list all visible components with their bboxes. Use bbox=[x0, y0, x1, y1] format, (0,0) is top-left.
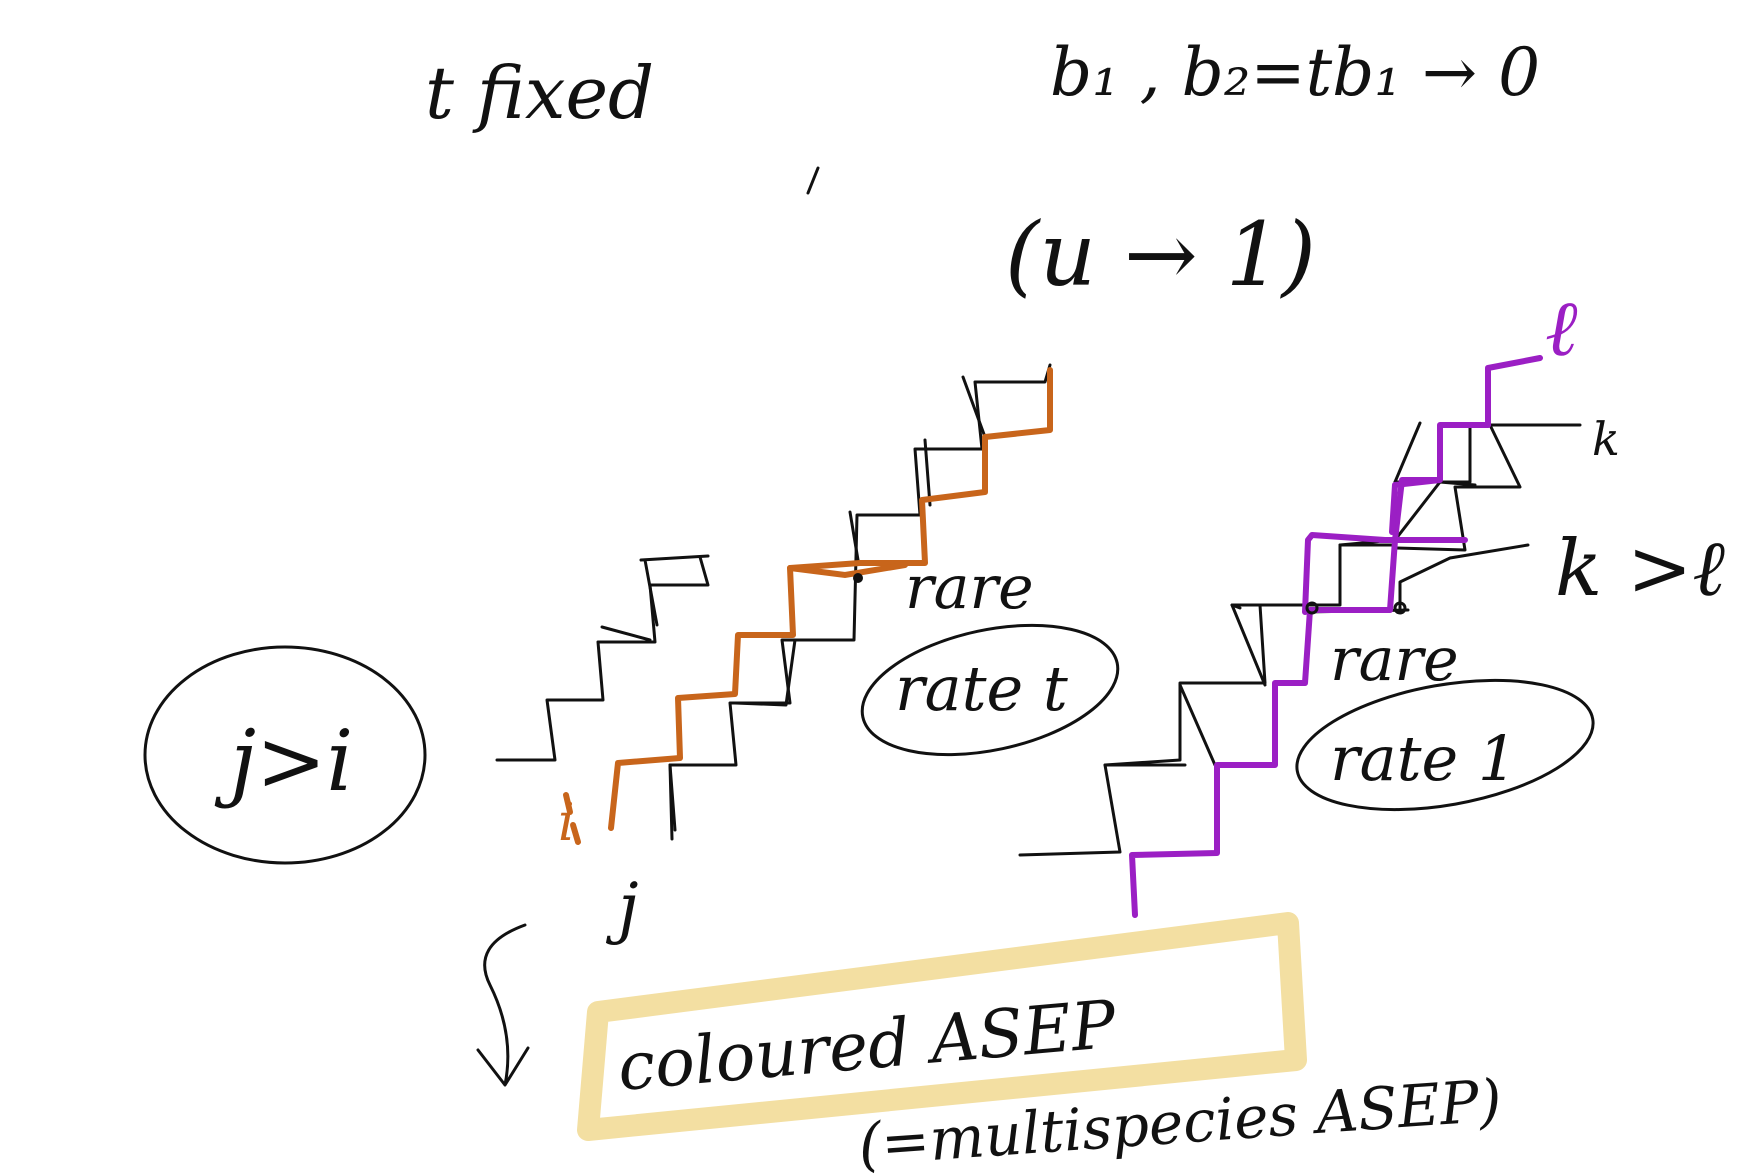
right-staircase-mid-line bbox=[1303, 543, 1530, 614]
left-staircase-inner-edge bbox=[668, 638, 852, 832]
left-staircase-top-step bbox=[848, 375, 987, 562]
header-t-fixed: t fixed bbox=[425, 51, 654, 135]
label-l: ℓ bbox=[1545, 284, 1578, 374]
stray-tick-mark bbox=[806, 166, 820, 195]
highlight-box bbox=[577, 912, 1307, 1141]
label-i: i bbox=[558, 793, 575, 853]
purple-particle-path bbox=[1129, 355, 1543, 918]
right-staircase-upper bbox=[1103, 421, 1422, 767]
orange-path-crossing bbox=[787, 562, 908, 579]
header-u-limit: (u → 1) bbox=[1005, 203, 1316, 306]
left-staircase-steps-small bbox=[600, 554, 710, 642]
left-staircase bbox=[495, 363, 1052, 841]
condition-right-text: k >ℓ bbox=[1555, 524, 1725, 614]
left-rare-label: rare bbox=[905, 553, 1034, 623]
condition-ellipse-left bbox=[143, 645, 427, 865]
rate-t-ellipse bbox=[860, 623, 1120, 757]
purple-path-step-c bbox=[1389, 422, 1491, 535]
orange-i-mark bbox=[563, 792, 581, 845]
right-rate-label: rate 1 bbox=[1330, 722, 1517, 795]
right-junction-dot-1 bbox=[1305, 601, 1319, 615]
purple-path-step-b bbox=[1302, 532, 1388, 615]
left-junction-dot bbox=[853, 573, 863, 583]
label-j: j bbox=[605, 869, 638, 946]
right-junction-dot-2 bbox=[1393, 601, 1407, 615]
left-staircase-upper-edge bbox=[495, 555, 710, 762]
rate-1-ellipse bbox=[1295, 678, 1595, 812]
left-rate-label: rate t bbox=[895, 652, 1068, 725]
right-staircase-lower bbox=[1230, 423, 1522, 610]
down-arrow bbox=[476, 923, 530, 1087]
right-rare-label: rare bbox=[1330, 625, 1459, 695]
label-k: k bbox=[1592, 412, 1620, 466]
header-limit: b₁ , b₂=tb₁ → 0 bbox=[1050, 34, 1540, 111]
condition-left-text: j>i bbox=[214, 712, 353, 810]
